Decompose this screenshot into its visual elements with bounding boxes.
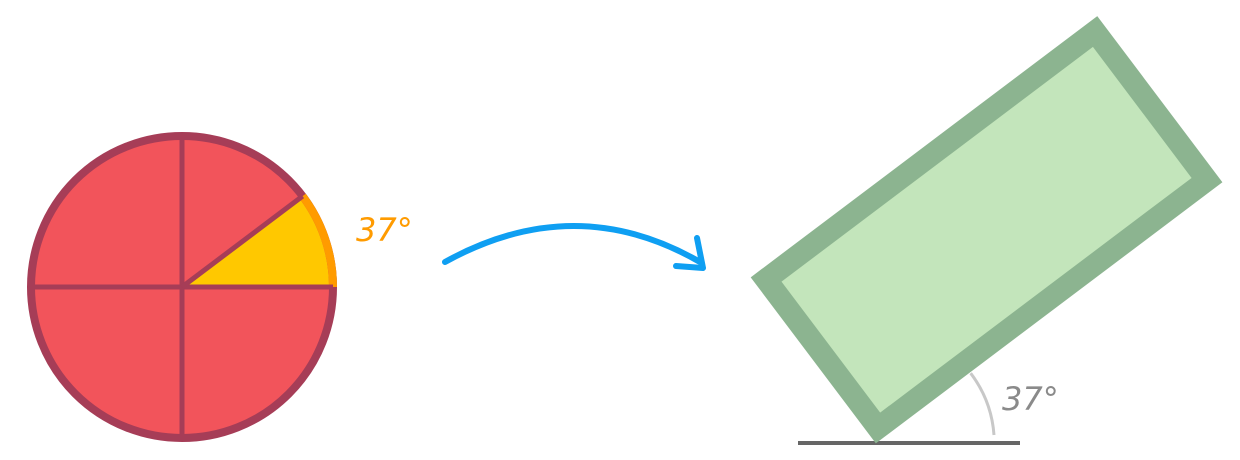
tilted-rectangle <box>750 16 1223 444</box>
divided-circle: 37° <box>27 132 413 442</box>
angle-slice-arc <box>299 193 337 288</box>
rectangle-angle-label: 37° <box>1002 380 1059 418</box>
angle-slice <box>182 198 329 287</box>
transform-arrow <box>442 223 706 271</box>
arrow-head <box>673 235 706 271</box>
tilted-rectangle-scene: 37° <box>750 16 1223 445</box>
circle-angle-label: 37° <box>356 211 413 249</box>
arrow-curve <box>442 223 703 265</box>
angle-slice-radius <box>180 194 305 289</box>
ground-angle-arc <box>969 372 996 436</box>
